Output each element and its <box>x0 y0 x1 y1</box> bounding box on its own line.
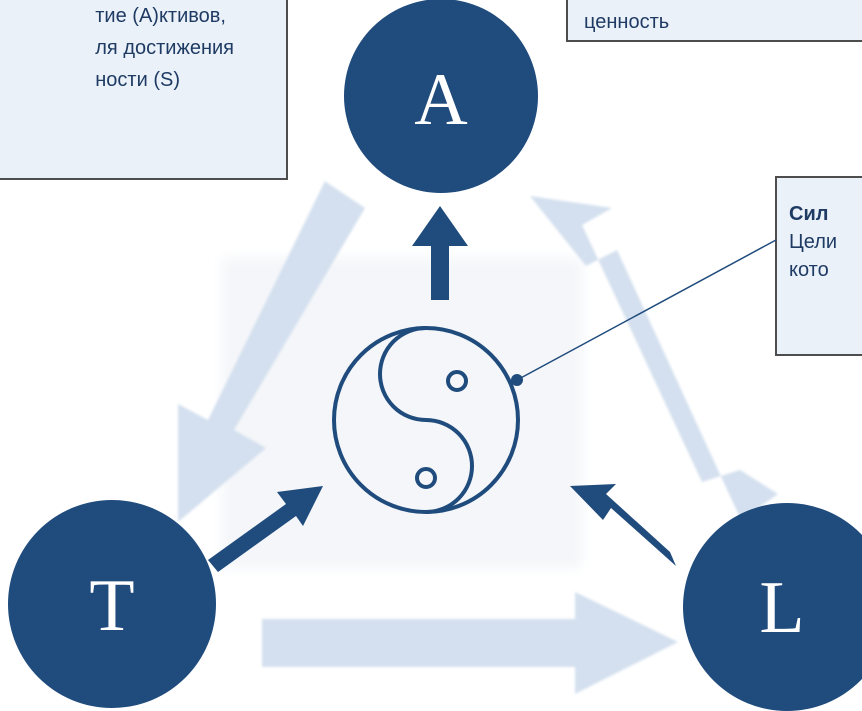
node-t-letter: T <box>89 565 134 647</box>
node-l-letter: L <box>759 567 804 649</box>
callout-dot <box>511 374 523 386</box>
text-box-mid-right-line-3: кото <box>789 259 829 281</box>
text-box-top-right: ценность <box>566 0 862 42</box>
yin-yang-icon <box>332 326 520 514</box>
text-box-left-line-3: ности (S) <box>95 69 180 91</box>
dark-arrow-l <box>570 484 676 566</box>
node-t: T <box>8 500 216 708</box>
text-box-left: тие (А)ктивов, ля достижения ности (S) <box>0 0 288 180</box>
light-arrow-l-to-a <box>530 196 778 520</box>
node-l: L <box>683 503 862 711</box>
light-arrow-t-to-l <box>262 592 678 694</box>
node-a: A <box>344 0 538 193</box>
node-a-letter: A <box>414 59 467 141</box>
text-box-top-right-line-1: ценность <box>584 11 670 33</box>
dark-arrow-up-a <box>412 206 468 300</box>
text-box-left-line-2: ля достижения <box>95 37 234 59</box>
text-box-mid-right-line-2: Цели <box>789 231 838 253</box>
text-box-mid-right: Сил Цели кото <box>775 176 862 356</box>
text-box-mid-right-title: Сил <box>789 203 829 225</box>
callout-line <box>516 239 777 381</box>
dark-arrow-t <box>208 486 323 572</box>
light-arrow-a-to-t <box>178 178 365 522</box>
text-box-left-line-1: тие (А)ктивов, <box>95 5 226 27</box>
